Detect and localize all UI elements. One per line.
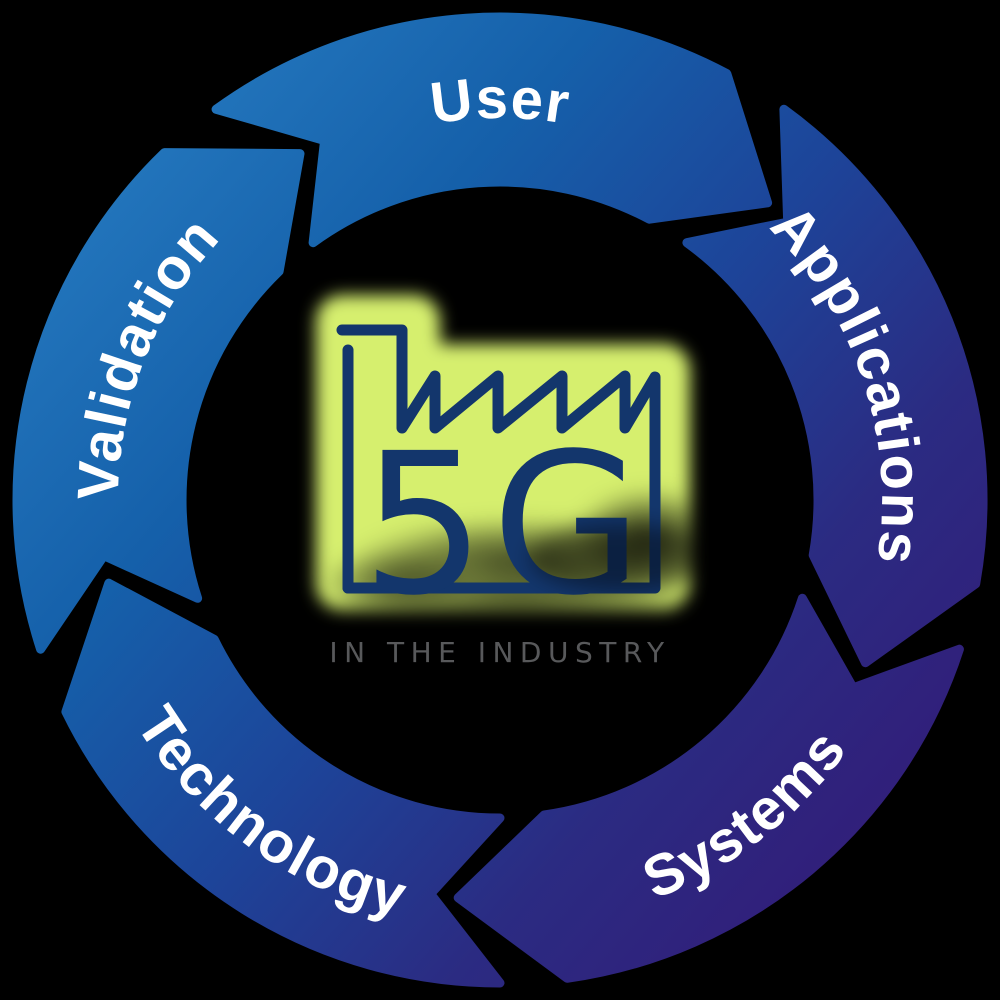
ring-segments xyxy=(12,12,988,988)
segment-validation xyxy=(12,148,305,654)
center-emblem: 5G IN THE INDUSTRY xyxy=(316,295,728,669)
segment-technology xyxy=(61,578,505,988)
logo-shadow-overlay xyxy=(530,524,714,592)
segment-user xyxy=(211,12,773,248)
segment-systems xyxy=(453,593,964,983)
caption-text: IN THE INDUSTRY xyxy=(329,636,670,669)
factory-icon xyxy=(336,324,661,594)
segment-applications xyxy=(682,104,988,668)
segment-label-user: User xyxy=(427,66,575,137)
logo-5g-text: 5G xyxy=(361,411,648,638)
